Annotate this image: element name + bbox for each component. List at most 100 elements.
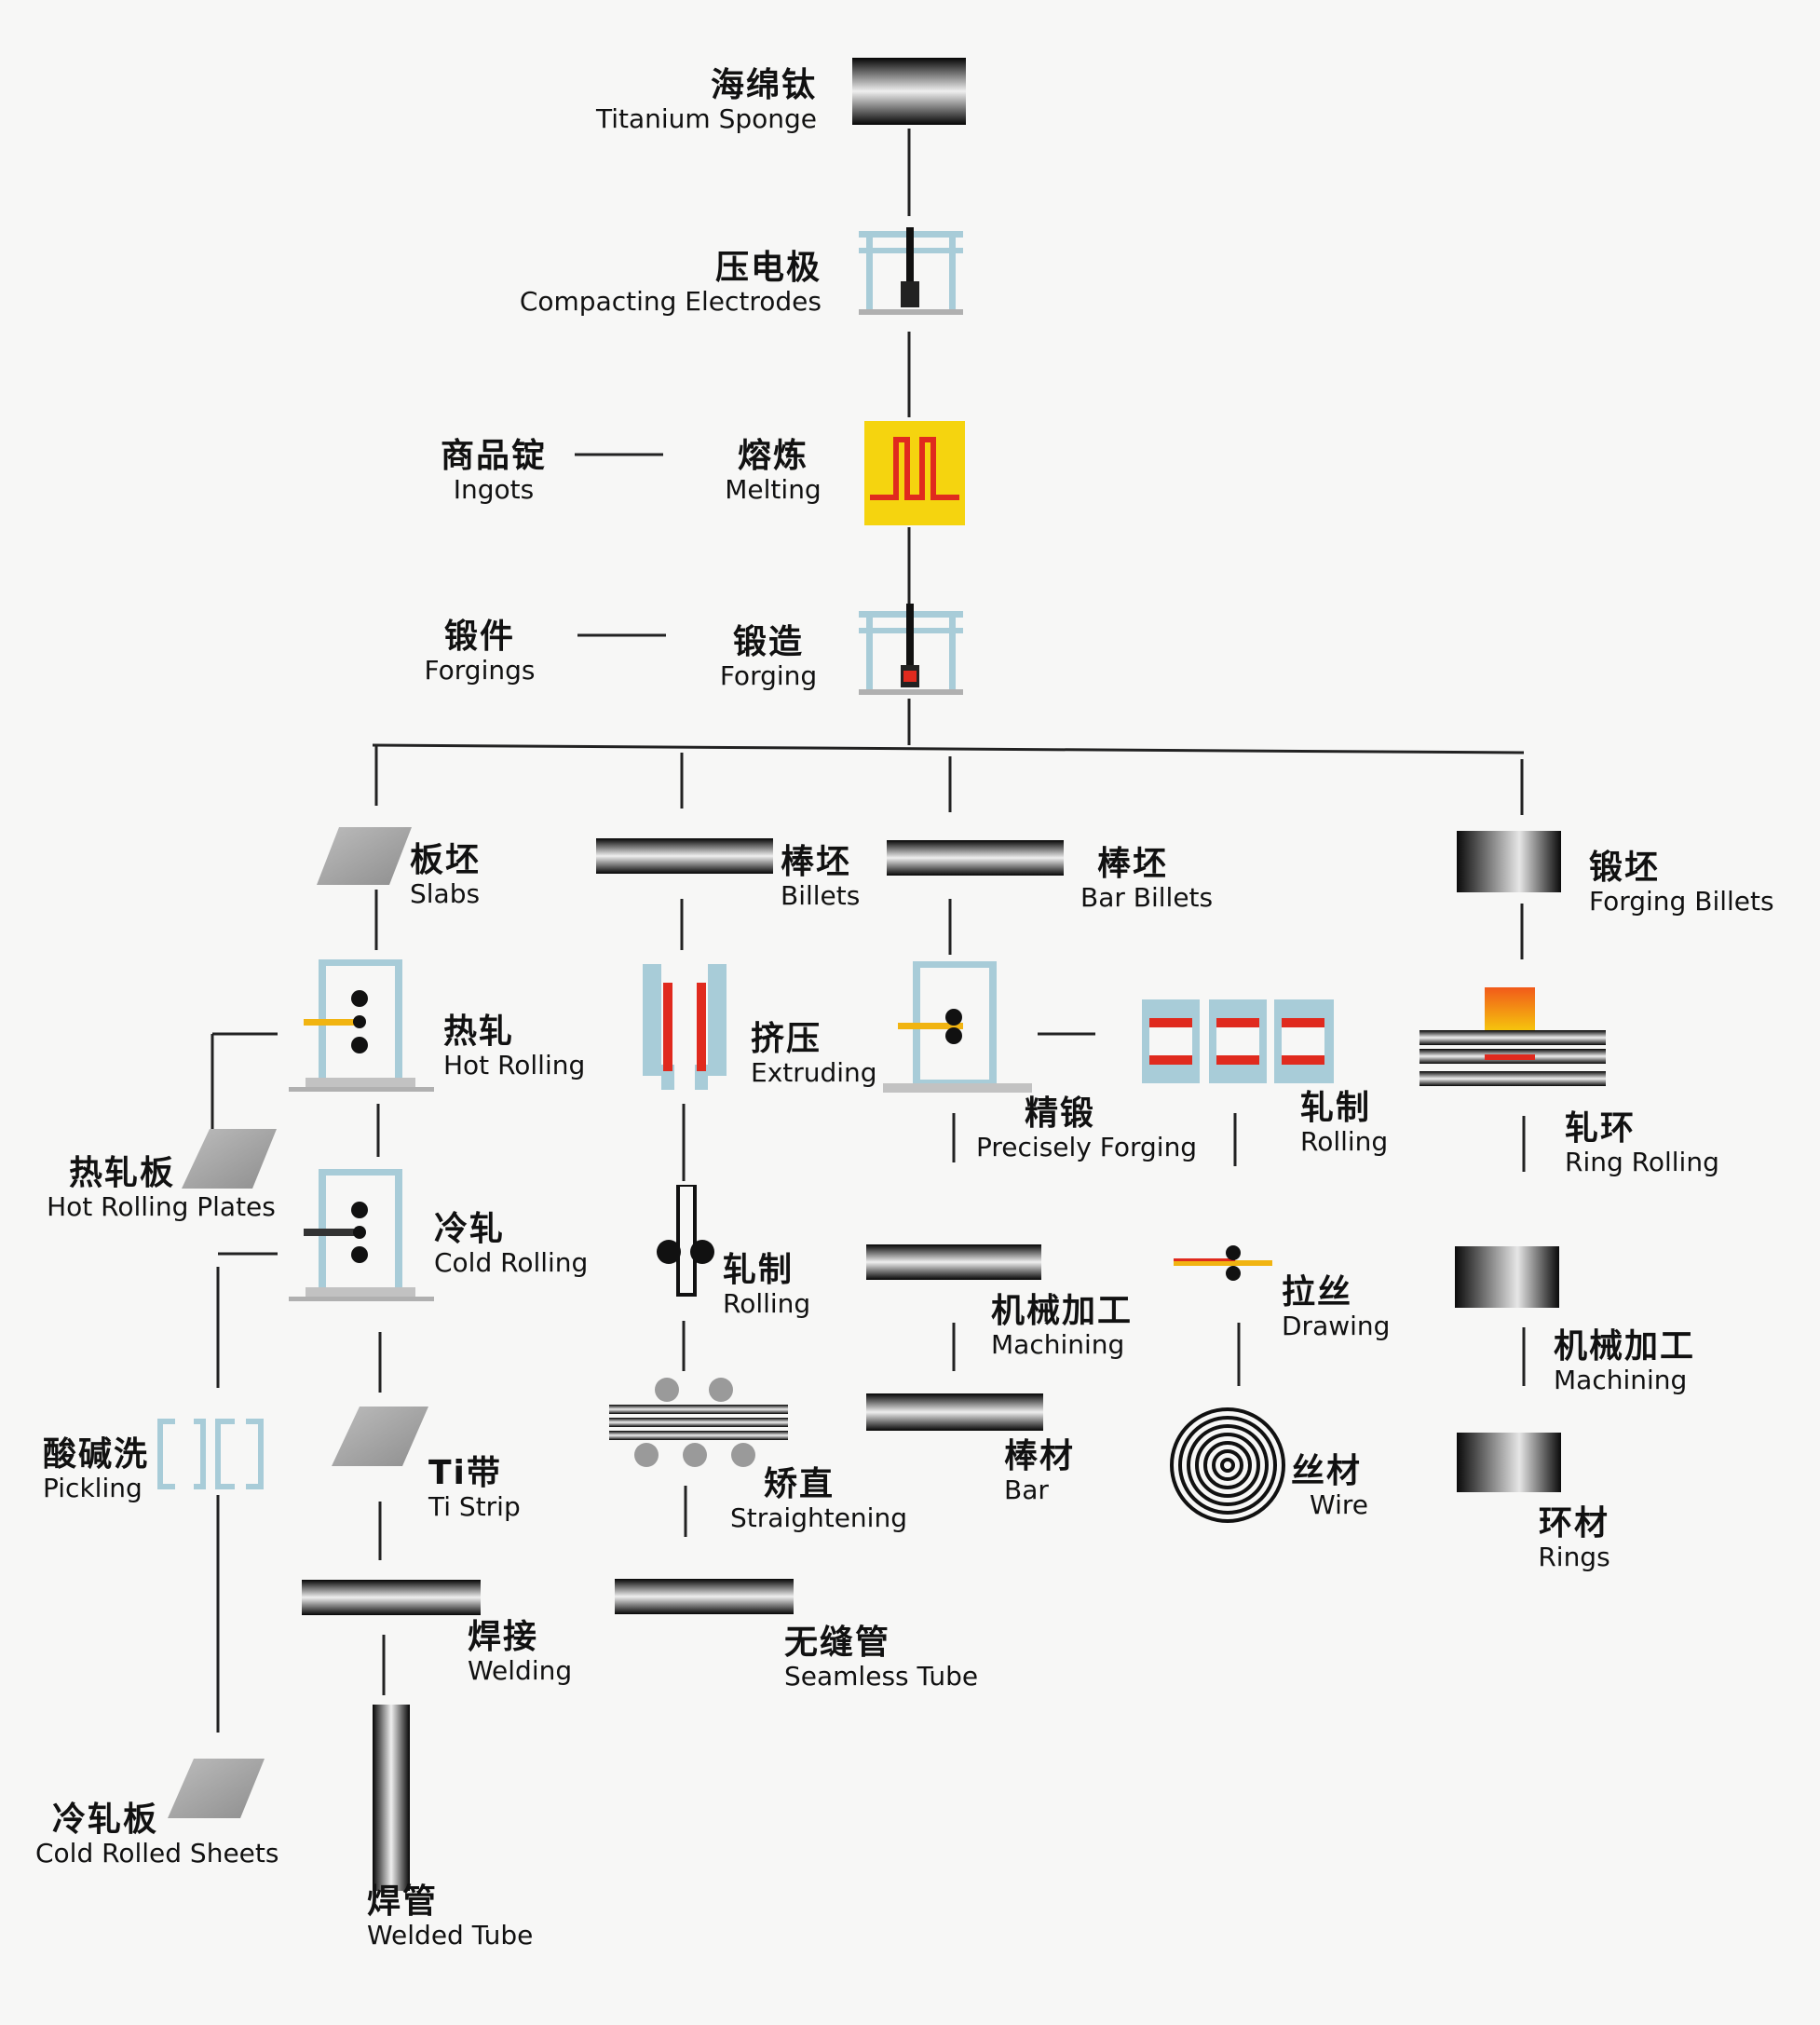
branch-bus [372,743,1525,754]
node-en: Seamless Tube [784,1661,979,1692]
node-zh: Ti带 [428,1454,502,1492]
node-zh: 拉丝 [1282,1273,1353,1311]
compacting-press-icon [859,227,963,315]
node-pickling: 酸碱洗 Pickling [43,1435,150,1504]
node-en: Extruding [751,1057,877,1089]
node-en: Ingots [453,474,535,506]
node-zh: 无缝管 [784,1624,891,1662]
node-rolling: 轧制 Rolling [723,1251,811,1320]
rolling-dies-icon [1142,999,1334,1083]
node-zh: 环材 [1538,1504,1609,1543]
node-straightening: 矫直 Straightening [730,1465,907,1534]
node-en: Titanium Sponge [595,103,817,135]
cold-rolling-mill-icon [289,1169,434,1301]
node-titanium-sponge: 海绵钛 Titanium Sponge [595,66,817,135]
node-zh: 棒坯 [1097,845,1169,883]
node-slabs: 板坯 Slabs [410,841,481,910]
bar-product-icon [866,1393,1043,1431]
node-forging-billets: 锻坯 Forging Billets [1589,849,1774,917]
node-ti-strip: Ti带 Ti Strip [428,1454,521,1523]
wire-coil-icon [1170,1407,1285,1523]
node-zh: 焊管 [367,1882,439,1921]
node-bar: 棒材 Bar [1004,1437,1075,1506]
node-en: Forging Billets [1589,886,1774,917]
node-en: Pickling [43,1473,143,1504]
forging-billet-block-icon [1457,831,1561,892]
node-zh: 挤压 [751,1020,822,1058]
node-en: Welded Tube [367,1920,534,1951]
node-zh: 锻件 [443,618,515,656]
node-zh: 酸碱洗 [43,1435,150,1474]
node-en: Hot Rolling [443,1050,586,1081]
ti-strip-plate-icon [332,1407,428,1466]
node-zh: 焊接 [468,1618,539,1656]
node-en: Wire [1310,1489,1368,1521]
pickling-tank-icon [157,1419,264,1489]
node-en: Ti Strip [428,1491,521,1523]
billet-bar-icon [596,838,773,874]
straightener-icon [609,1378,788,1467]
node-ingots: 商品锭 Ingots [428,437,559,506]
hot-rolling-mill-icon [289,959,434,1092]
node-cold-rolled-sheets: 冷轧板 Cold Rolled Sheets [35,1801,279,1869]
node-zh: 轧制 [723,1251,795,1289]
node-ring-rolling: 轧环 Ring Rolling [1565,1109,1719,1176]
node-machining-bar: 机械加工 Machining [991,1292,1134,1359]
node-zh: 热轧 [443,1012,515,1051]
node-en: Cold Rolled Sheets [35,1838,279,1869]
node-en: Forging [719,660,818,692]
node-en: Rings [1538,1542,1610,1573]
node-en: Cold Rolling [434,1247,589,1279]
node-wire: 丝材 Wire [1291,1452,1368,1521]
node-hot-rolling-plates: 热轧板 Hot Rolling Plates [35,1154,287,1223]
node-en: Slabs [410,878,481,910]
node-seamless-tube: 无缝管 Seamless Tube [784,1624,979,1692]
slab-plate-icon [317,827,412,885]
node-en: Rolling [723,1288,811,1320]
node-rings: 环材 Rings [1518,1504,1630,1573]
node-zh: 丝材 [1291,1452,1363,1490]
node-en: Drawing [1282,1311,1391,1342]
node-en: Straightening [730,1502,907,1534]
node-compacting-electrodes: 压电极 Compacting Electrodes [519,249,822,318]
rings-block-icon [1457,1433,1561,1492]
forging-press-icon [859,604,963,695]
sponge-bar-icon [852,58,966,125]
node-zh: 熔炼 [737,437,808,475]
node-en: Bar Billets [1080,882,1214,914]
hot-rolling-plate-icon [182,1129,277,1189]
node-zh: 机械加工 [1554,1327,1696,1366]
node-zh: 冷轧板 [52,1801,159,1839]
node-en: Rolling [1300,1126,1389,1158]
machining-bar-icon [866,1244,1041,1280]
node-en: Hot Rolling Plates [47,1191,276,1223]
node-forging: 锻造 Forging [713,623,824,692]
node-en: Machining [1554,1365,1688,1396]
node-en: Bar [1004,1475,1049,1506]
melting-furnace-icon [864,421,965,525]
ring-rolling-icon [1419,987,1606,1086]
node-hot-rolling: 热轧 Hot Rolling [443,1012,586,1081]
node-billets: 棒坯 Billets [781,843,860,910]
node-en: Precisely Forging [976,1132,1198,1163]
node-zh: 锻坯 [1589,849,1661,887]
node-precisely-forging: 精锻 Precisely Forging [976,1094,1198,1163]
node-zh: 热轧板 [69,1154,176,1192]
node-en: Compacting Electrodes [519,286,822,318]
roll-pass-icon [657,1185,714,1297]
node-extruding: 挤压 Extruding [751,1020,877,1089]
node-bar-billets: 棒坯 Bar Billets [1080,845,1214,914]
wire-drawing-icon [1174,1245,1272,1281]
node-melting: 熔炼 Melting [717,437,829,506]
bar-billet-icon [887,840,1064,876]
node-zh: 机械加工 [991,1292,1134,1330]
node-drawing: 拉丝 Drawing [1282,1273,1391,1342]
node-welding: 焊接 Welding [468,1618,572,1685]
welding-bar-icon [302,1580,481,1615]
node-en: Melting [725,474,822,506]
node-zh: 精锻 [1025,1094,1096,1133]
node-machining-block: 机械加工 Machining [1554,1327,1696,1396]
node-en: Forgings [424,655,536,686]
